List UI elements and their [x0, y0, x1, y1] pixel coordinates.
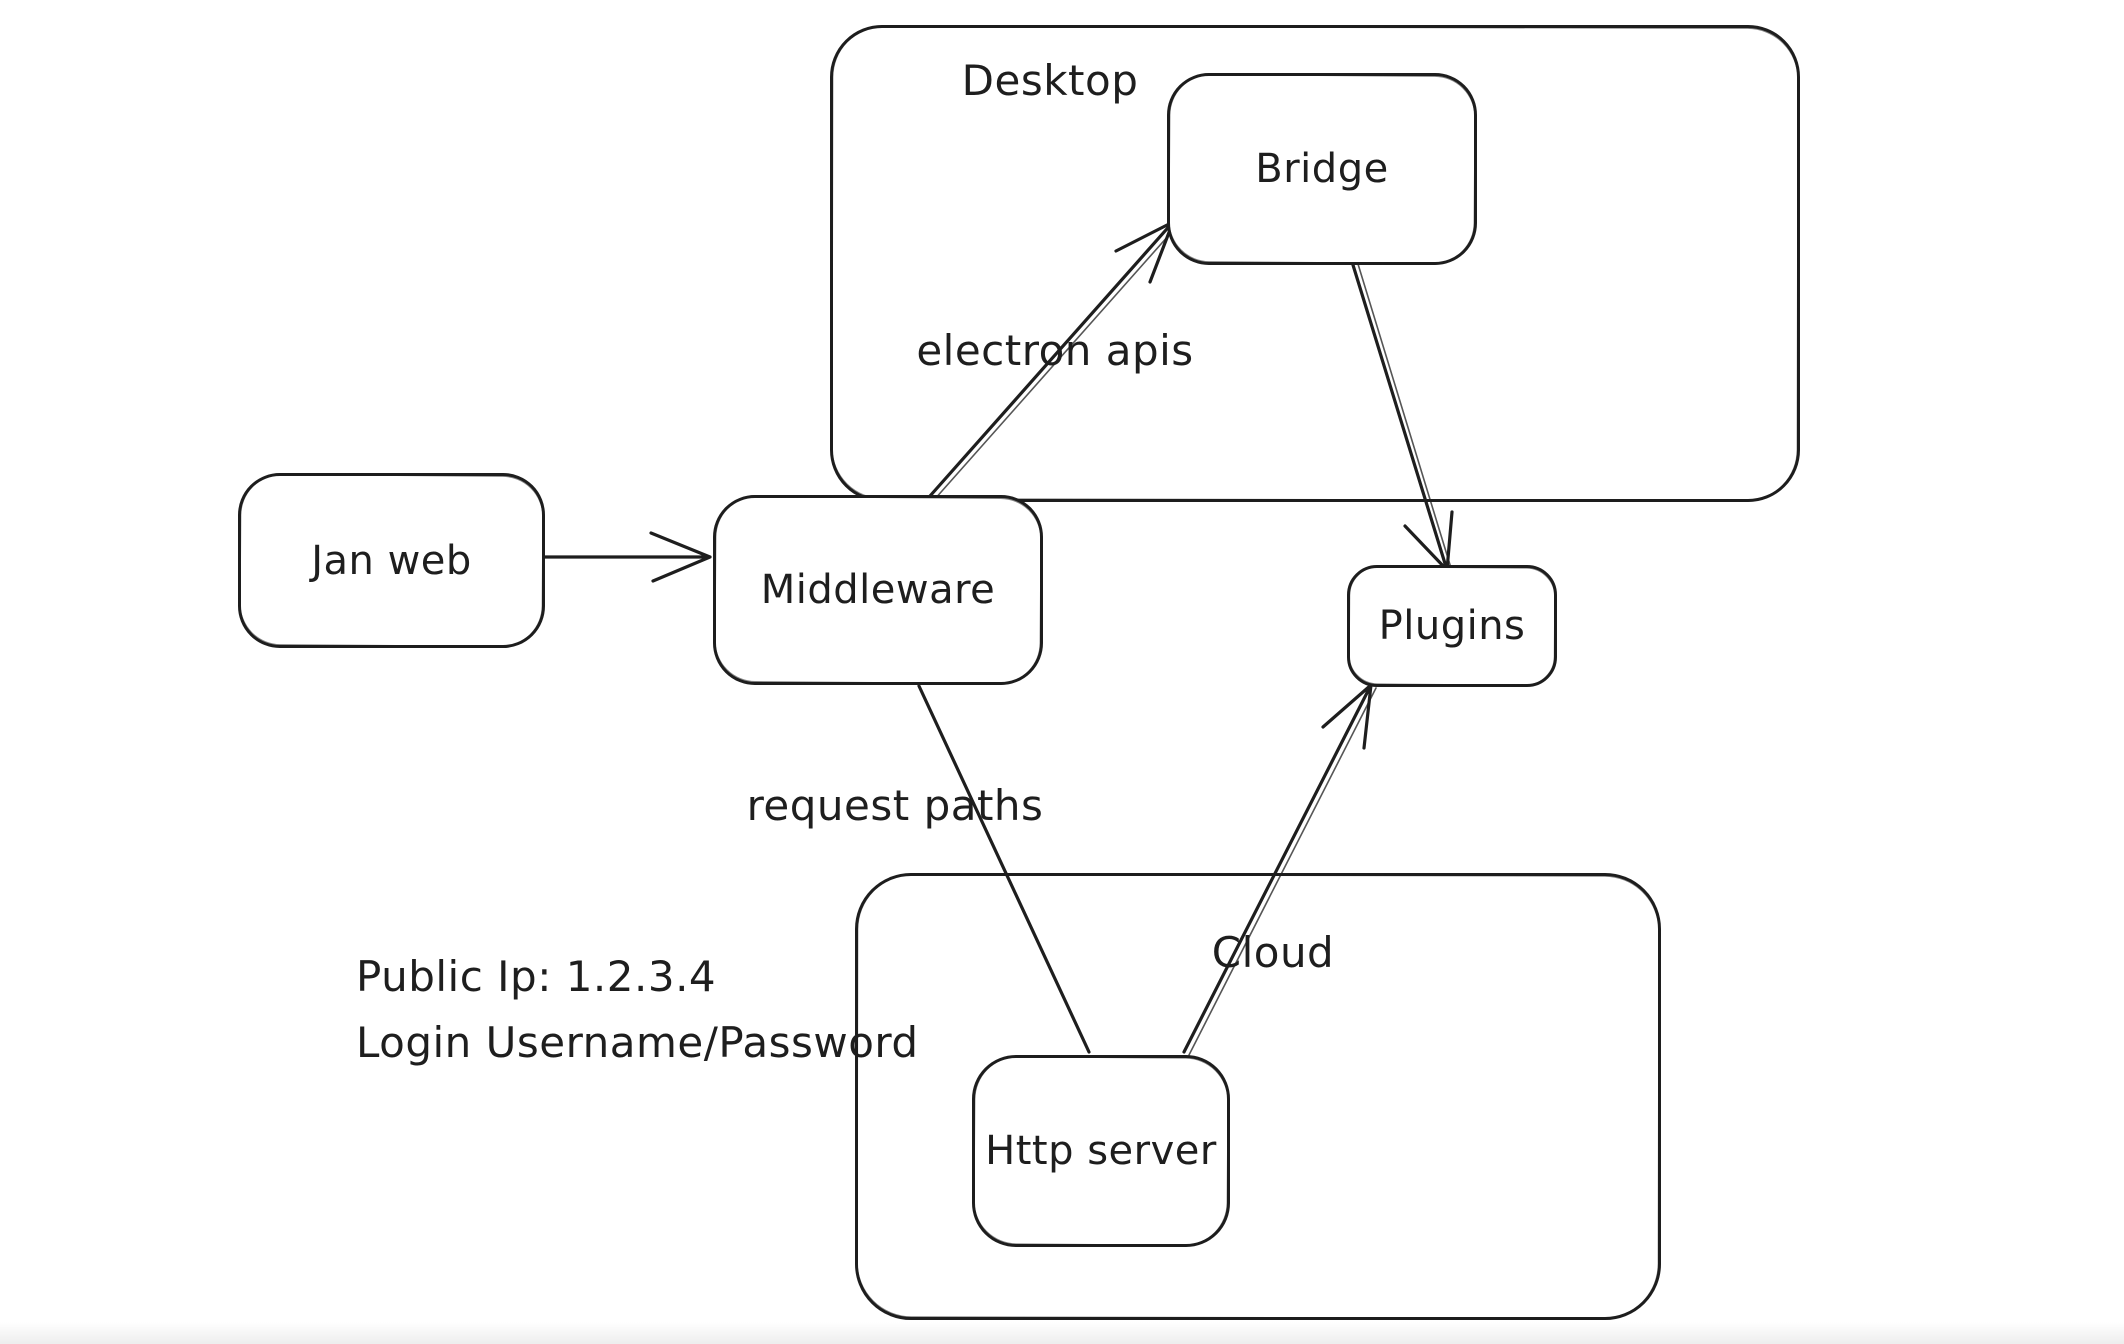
cloud-container-label[interactable]: Cloud [1211, 928, 1335, 977]
canvas-bottom-shade [0, 1322, 2124, 1344]
edge-label-electron-apis[interactable]: electron apis [916, 326, 1194, 375]
desktop-container-label[interactable]: Desktop [961, 56, 1139, 105]
node-bridge[interactable]: Bridge [1167, 73, 1477, 265]
cloud-container[interactable] [855, 873, 1661, 1320]
node-http-server[interactable]: Http server [972, 1055, 1230, 1247]
node-bridge-label: Bridge [1255, 146, 1389, 192]
node-jan-web[interactable]: Jan web [238, 473, 545, 648]
desktop-container[interactable] [830, 25, 1800, 502]
node-plugins-label: Plugins [1378, 603, 1526, 649]
node-jan-web-label: Jan web [311, 537, 472, 584]
annotation-login[interactable]: Login Username/Password [356, 1018, 919, 1067]
node-middleware-label: Middleware [760, 567, 996, 613]
node-middleware[interactable]: Middleware [713, 495, 1043, 685]
annotation-public-ip[interactable]: Public Ip: 1.2.3.4 [356, 952, 717, 1001]
node-plugins[interactable]: Plugins [1347, 565, 1557, 687]
edge-label-request-paths[interactable]: request paths [746, 781, 1044, 830]
node-http-server-label: Http server [985, 1128, 1217, 1174]
arrow-janweb-to-middleware[interactable] [543, 531, 712, 583]
